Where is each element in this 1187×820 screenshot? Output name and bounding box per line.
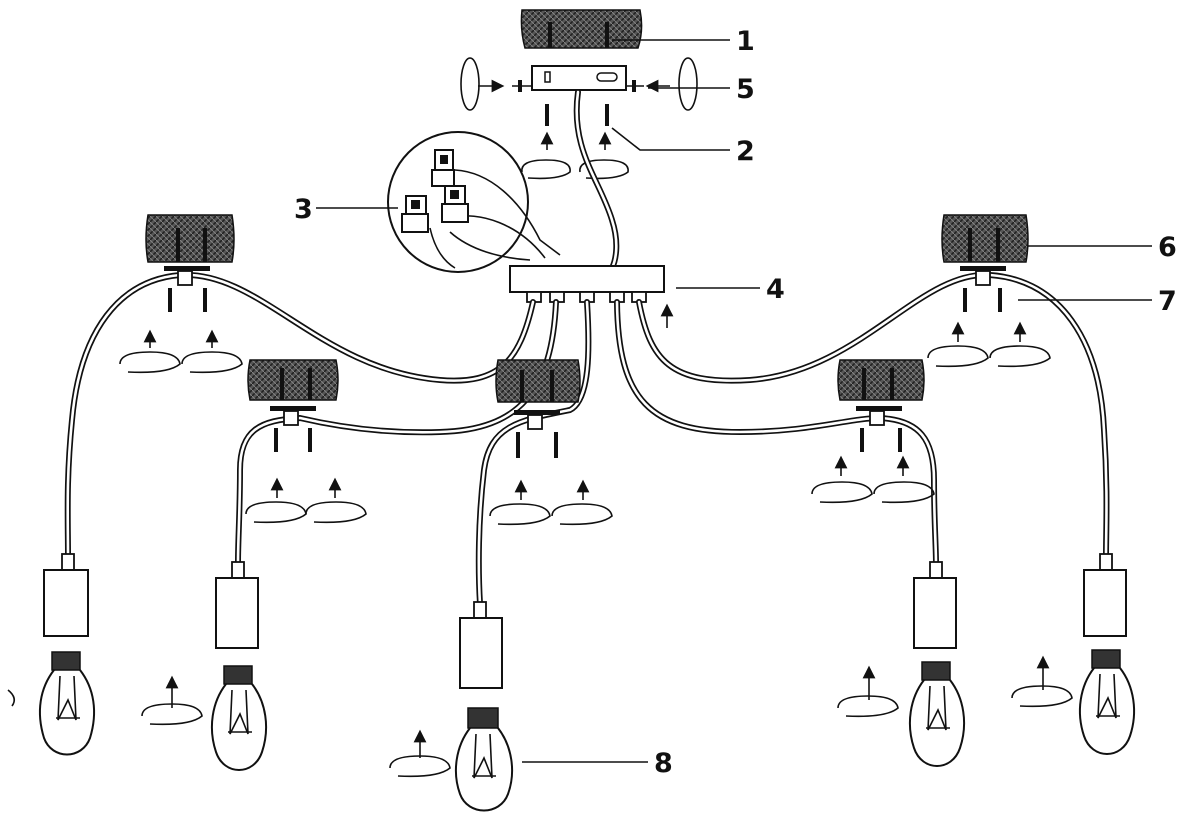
callout-6: 6 <box>1158 232 1177 263</box>
junction-box <box>509 265 674 328</box>
callout-2: 2 <box>736 136 755 167</box>
lamp-center <box>389 601 514 812</box>
ceiling-plaster-main <box>520 9 643 49</box>
ceiling-anchor-inner-left <box>245 359 367 524</box>
leader-lines <box>316 39 1152 763</box>
main-feed-cable <box>573 89 620 271</box>
callout-4: 4 <box>766 274 785 305</box>
ceiling-anchor-inner-right <box>811 359 935 504</box>
lamp-inner-left <box>141 561 268 771</box>
ceiling-anchor-far-right <box>927 214 1051 368</box>
connector-detail-circle <box>387 131 561 273</box>
callout-labels: 1 2 3 4 5 6 7 8 <box>294 26 1177 779</box>
rotation-arrow-icon <box>460 57 505 111</box>
callout-7: 7 <box>1158 286 1177 317</box>
ceiling-anchor-far-left <box>119 214 243 374</box>
terminal-block-icon <box>441 185 469 223</box>
terminal-block-icon <box>401 195 429 233</box>
lamp-far-left <box>7 553 96 756</box>
terminal-block-icon <box>431 149 455 187</box>
callout-5: 5 <box>736 74 755 105</box>
callout-3: 3 <box>294 194 313 225</box>
lamp-inner-right <box>837 561 966 767</box>
mounting-bracket <box>512 65 644 92</box>
rotation-arrow-icon <box>645 57 698 111</box>
callout-1: 1 <box>736 26 755 57</box>
ceiling-anchor-center <box>489 359 613 526</box>
lamp-far-right <box>1011 553 1136 755</box>
pendant-cables <box>64 271 1110 607</box>
callout-8: 8 <box>654 748 673 779</box>
